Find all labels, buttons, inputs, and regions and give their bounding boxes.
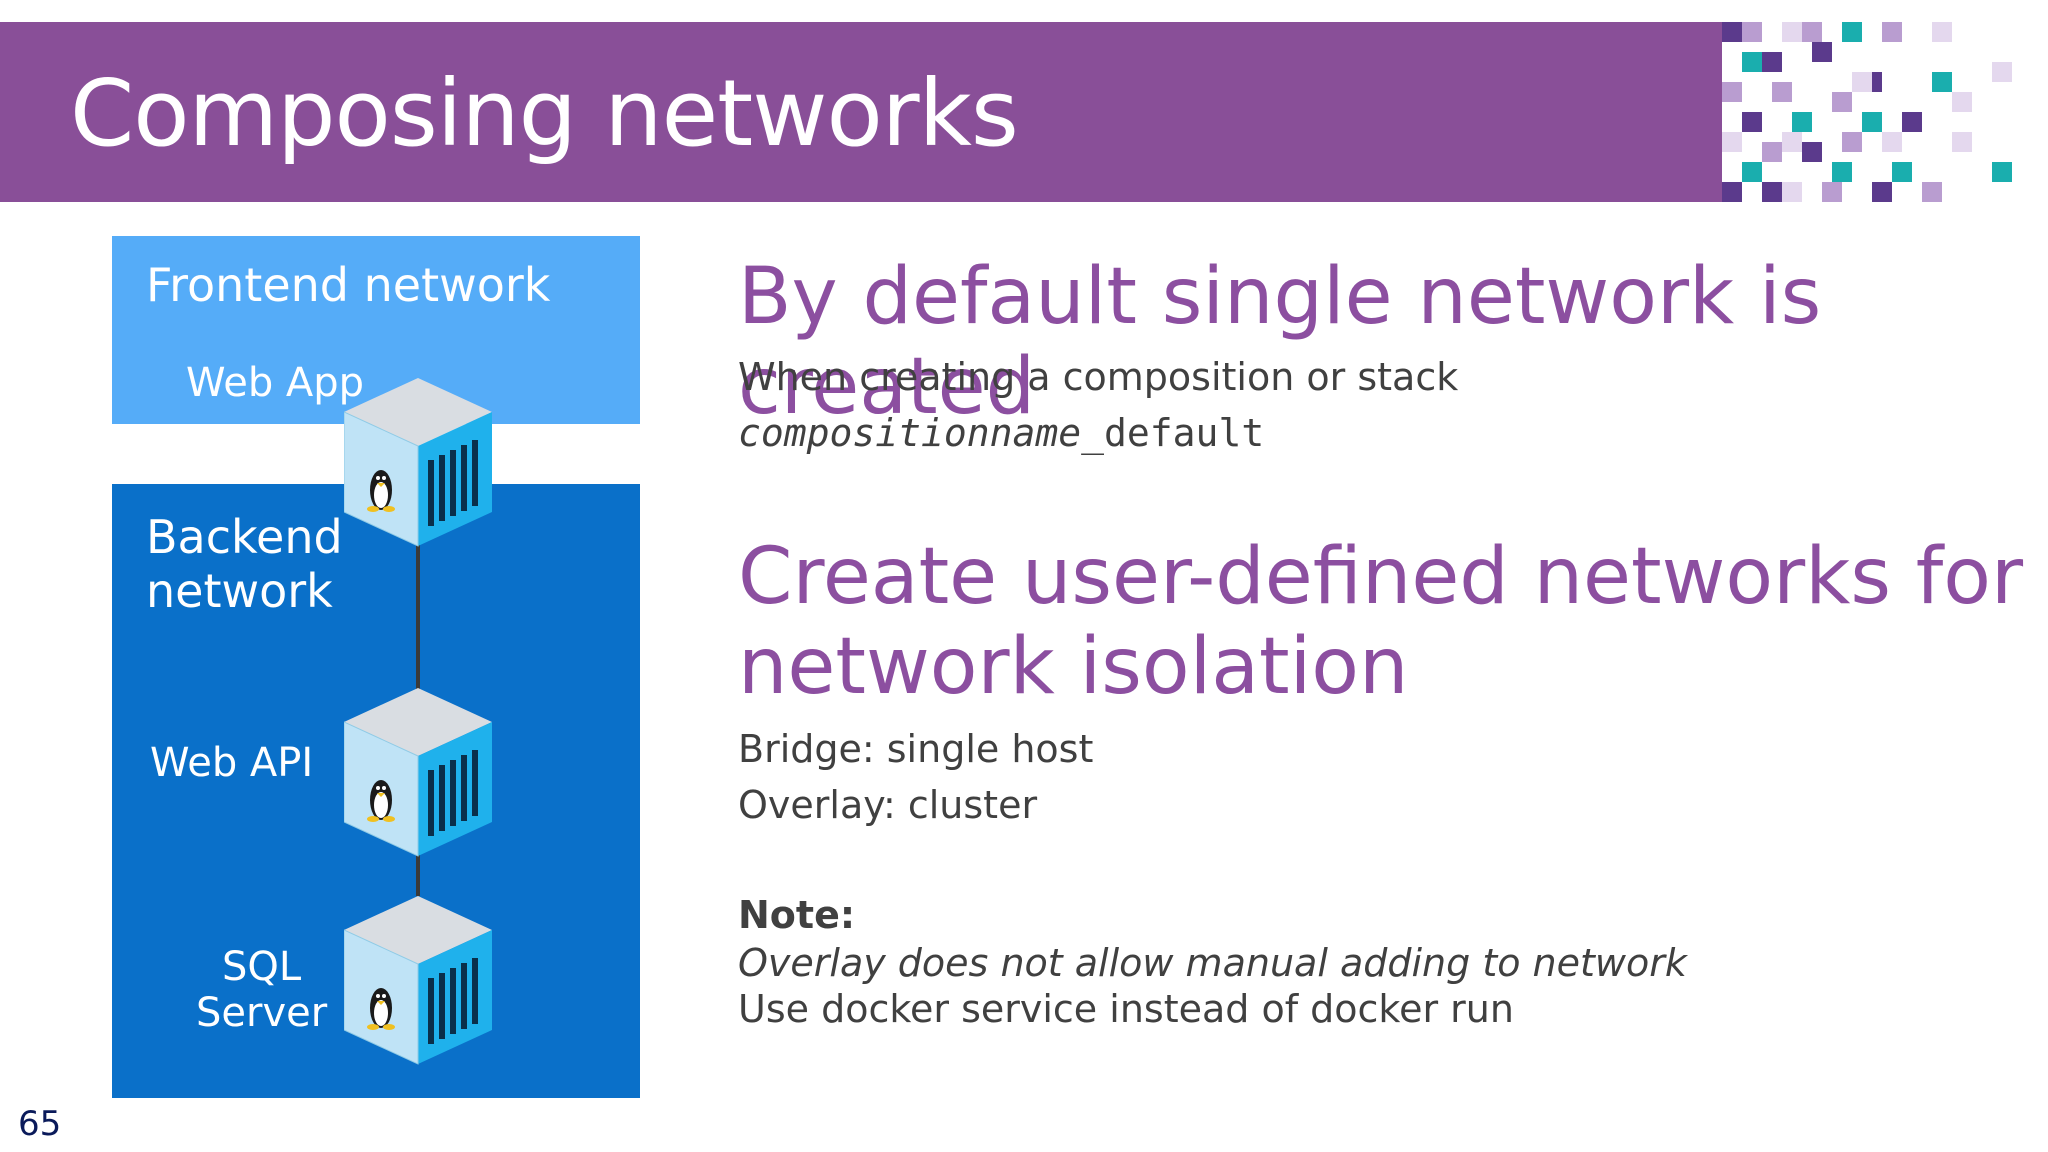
- default-suffix: _default: [1081, 411, 1265, 455]
- title-bar: [0, 22, 1722, 202]
- user-defined-networks-heading: Create user-defined networks for network…: [738, 532, 2024, 712]
- default-network-heading: By default single network is created: [738, 252, 1822, 432]
- composition-name-placeholder: compositionname: [738, 411, 1082, 455]
- web-api-label: Web API: [150, 740, 314, 786]
- sql-server-label: SQL Server: [196, 944, 328, 1036]
- web-api-container-icon: [344, 688, 493, 857]
- default-network-name: compositionname_default: [738, 410, 1264, 456]
- page-number: 65: [18, 1104, 62, 1144]
- slide-title: Composing networks: [70, 60, 1019, 167]
- web-app-label: Web App: [186, 360, 365, 406]
- note-heading: Note:: [738, 893, 856, 937]
- note-overlay-limitation: Overlay does not allow manual adding to …: [738, 941, 1687, 985]
- sql-server-container-icon: [344, 896, 493, 1065]
- decorative-pixel-pattern: [1722, 22, 2012, 202]
- frontend-network-label: Frontend network: [146, 258, 551, 312]
- backend-network-label: Backend network: [146, 510, 343, 618]
- frontend-network-box: [112, 236, 640, 424]
- note-docker-service: Use docker service instead of docker run: [738, 987, 1514, 1031]
- web-app-container-icon: [344, 378, 493, 547]
- bridge-description: Bridge: single host: [738, 727, 1094, 771]
- default-network-description: When creating a composition or stack: [738, 355, 1459, 399]
- overlay-description: Overlay: cluster: [738, 783, 1038, 827]
